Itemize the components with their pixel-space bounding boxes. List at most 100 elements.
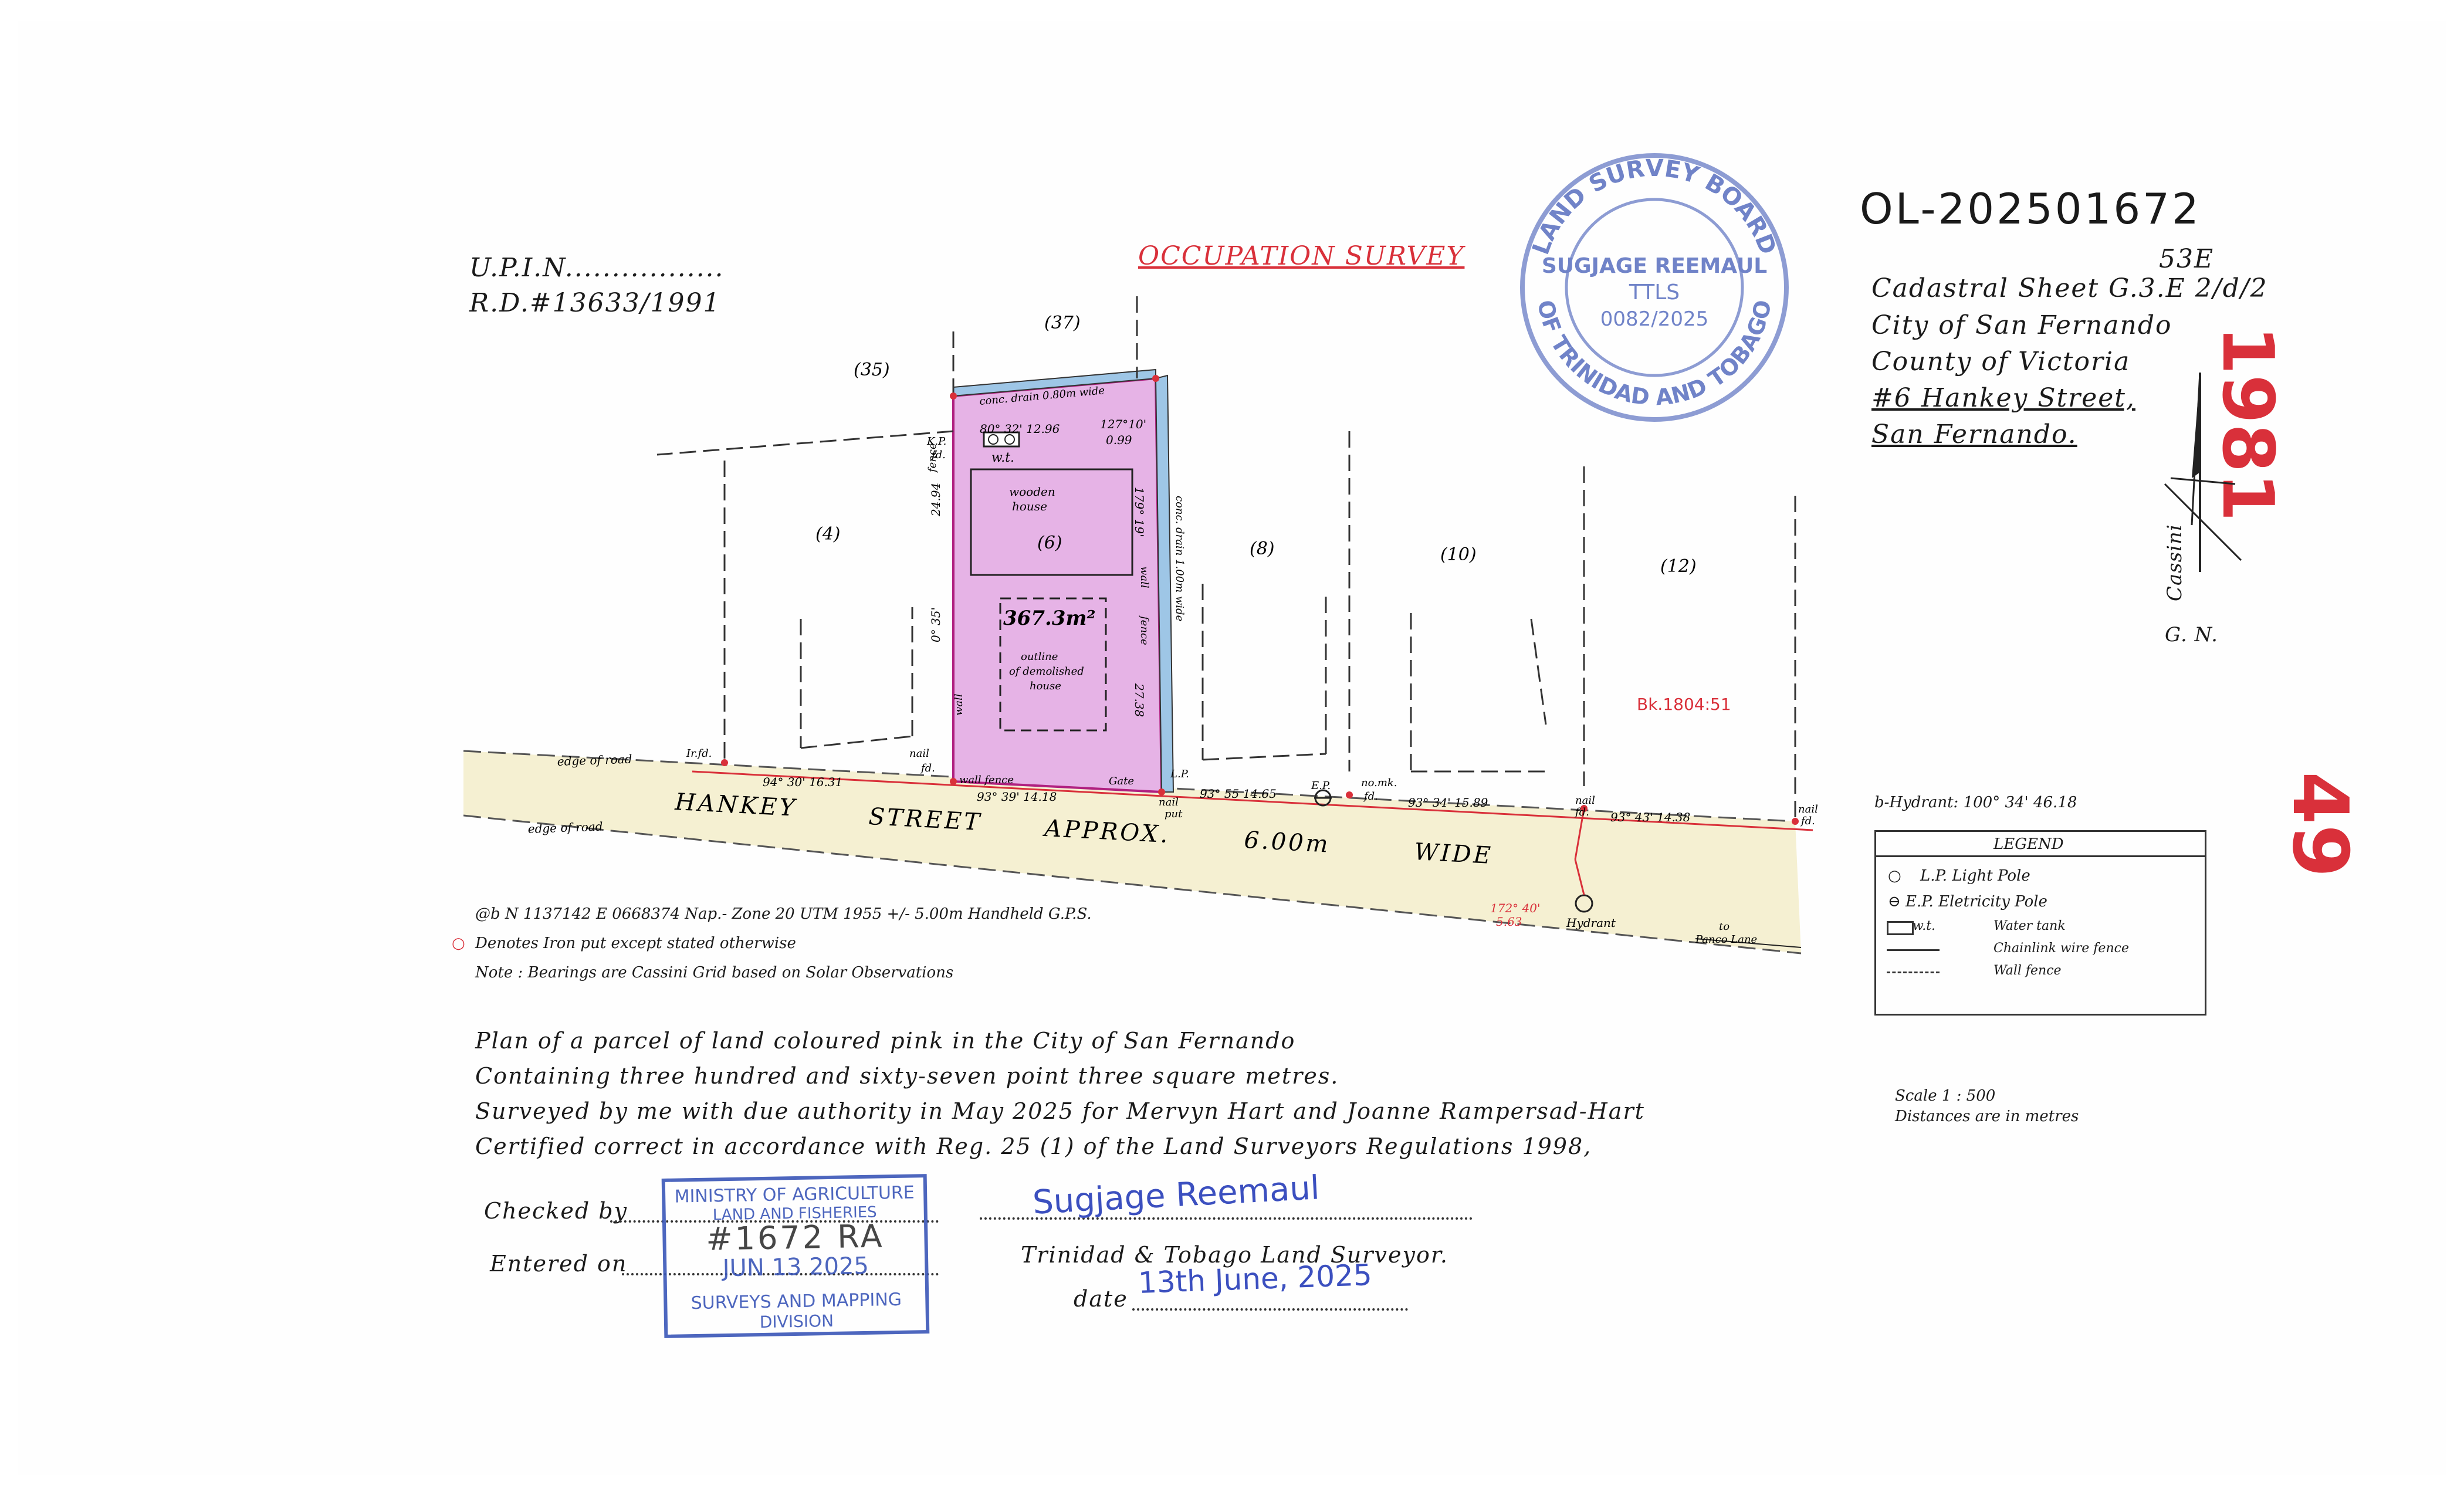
ir-fd-label: Ir.fd. (686, 747, 712, 760)
demolished-label-1: outline (1021, 651, 1058, 663)
bearings-note: Note : Bearings are Cassini Grid based o… (475, 964, 954, 981)
lot-10: (10) (1440, 544, 1477, 565)
road-bearing-3: 93° 55 14.65 (1200, 787, 1277, 801)
address-line-1: #6 Hankey Street, (1871, 383, 2135, 413)
street-word-wide: WIDE (1413, 838, 1493, 869)
edge-of-road-top: edge of road (557, 752, 632, 769)
drain-side (1155, 374, 1175, 793)
entered-on-line (622, 1273, 939, 1275)
gate-label: Gate (1109, 775, 1134, 787)
road-surface (463, 751, 1801, 953)
wooden-house-label-2: house (1012, 499, 1047, 513)
drain-side-label: conc. drain 1.00m wide (1173, 496, 1186, 621)
legend-item-electricity-pole: E.P. Eletricity Pole (1905, 893, 2047, 911)
description-line-4: Certified correct in accordance with Reg… (475, 1133, 1592, 1159)
legend-item-water-tank: Water tank (1993, 919, 2066, 933)
to-label: to (1719, 920, 1729, 933)
lp-label: L.P. (1170, 768, 1189, 780)
road-bearing-5: 93° 43' 14.38 (1610, 810, 1690, 824)
survey-sheet: U.P.I.N................. R.D.#13633/1991… (18, 21, 2446, 1475)
stamp-name: SUGJAGE REEMAUL (1542, 254, 1767, 278)
cassini-label: Cassini (2163, 524, 2187, 601)
scale-line-1: Scale 1 : 500 (1895, 1087, 1996, 1105)
date-line (1132, 1308, 1408, 1311)
hydrant-bearing: 172° 40' (1490, 901, 1540, 915)
nail-put-label-2: put (1165, 808, 1183, 820)
scale-line-2: Distances are in metres (1895, 1108, 2079, 1125)
ep-label: E.P. (1311, 780, 1331, 792)
cadastral-sheet: Cadastral Sheet G.3.E 2/d/2 (1871, 273, 2268, 303)
demolished-house-outline (999, 597, 1107, 732)
legend-item-wall-fence: Wall fence (1993, 963, 2062, 978)
water-tank (983, 431, 1020, 448)
bearing-top: 80° 32' 12.96 (980, 422, 1060, 436)
wooden-house-label-1: wooden (1009, 485, 1055, 499)
hydrant-label: Hydrant (1566, 916, 1616, 930)
road-bearing-1: 94° 30' 16.31 (763, 775, 842, 789)
left-side-bearing: 0° 35' (929, 607, 943, 642)
legend-item-light-pole: L.P. Light Pole (1920, 867, 2030, 885)
book-reference: Bk.1804:51 (1637, 695, 1731, 714)
stamp-rect-date: JUN 13 2025 (722, 1252, 869, 1282)
nail-label-1: nail (909, 747, 929, 760)
electricity-pole-icon: ⊖ (1888, 893, 1901, 911)
parcel-area: 367.3m² (1003, 607, 1095, 630)
fence-label-right: fence (1138, 615, 1150, 645)
road-bearing-4: 93° 34' 15.89 (1408, 796, 1488, 810)
stamp-arc-top: LAND SURVEY BOARD (1527, 155, 1781, 258)
wooden-house (970, 468, 1133, 576)
street-word-hankey: HANKEY (673, 788, 797, 822)
file-number: OL-202501672 (1860, 184, 2201, 233)
right-side-length: 27.38 (1132, 683, 1146, 717)
wall-fence-label: wall fence (959, 774, 1014, 786)
lot-37: (37) (1044, 313, 1081, 333)
road-bearing-2: 93° 39' 14.18 (977, 790, 1057, 804)
legend-title: LEGEND (1993, 835, 2064, 853)
bearing-top-angle: 127°10' (1100, 417, 1146, 431)
right-side-bearing: 179° 19' (1132, 487, 1146, 537)
address-line-2: San Fernando. (1871, 419, 2077, 449)
county-line: County of Victoria (1871, 347, 2131, 377)
description-line-2: Containing three hundred and sixty-seven… (475, 1063, 1339, 1089)
wall-label-right: wall (1138, 566, 1150, 588)
nail-put-label-1: nail (1159, 796, 1179, 808)
date-handwritten: 13th June, 2025 (1138, 1258, 1373, 1300)
checked-by-line (610, 1220, 939, 1223)
signature-line (980, 1217, 1473, 1220)
kp-label: K.P. (926, 435, 946, 448)
demolished-label-3: house (1030, 680, 1061, 692)
hydrant-distance: 5.63 (1496, 915, 1522, 929)
b-hydrant-bearing: b-Hydrant: 100° 34' 46.18 (1874, 794, 2077, 811)
site-plan: (35) (37) (4) (6) (8) (10) (12) 367.3m² … (463, 296, 1818, 955)
no-mark-fd-label: fd. (1363, 790, 1378, 803)
light-pole-symbol: ○ (1888, 867, 1901, 885)
legend-wt-symbol: w.t. (1913, 919, 1936, 933)
land-survey-board-stamp: LAND SURVEY BOARD OF TRINIDAD AND TOBAGO… (1520, 153, 1789, 422)
survey-title: OCCUPATION SURVEY (1138, 241, 1465, 271)
no-mark-label: no.mk. (1361, 777, 1397, 789)
legend-box: LEGEND ○ L.P. Light Pole ⊖ E.P. Eletrici… (1874, 830, 2206, 1016)
street-word-approx: APPROX. (1041, 815, 1170, 848)
chainlink-fence-icon (1887, 949, 1940, 951)
wall-label-left: wall (953, 693, 965, 716)
surveyor-title: Trinidad & Tobago Land Surveyor. (1021, 1242, 1448, 1268)
surveyor-signature: Sugjage Reemaul (1031, 1169, 1321, 1222)
iron-note: Denotes Iron put except stated otherwise (475, 935, 796, 952)
hydrant-symbol (1575, 894, 1593, 913)
nail-label-3: nail (1798, 803, 1818, 815)
date-label: date (1074, 1286, 1128, 1312)
bearing-top-small: 0.99 (1106, 433, 1132, 447)
street-word-street: STREET (868, 803, 982, 836)
gn-label: G. N. (2165, 623, 2218, 647)
lot-4: (4) (815, 524, 841, 544)
sheet-fraction: 53E (2159, 244, 2215, 274)
gps-note: @b N 1137142 E 0668374 Nap.- Zone 20 UTM… (475, 905, 1092, 923)
checked-by-label: Checked by (484, 1198, 628, 1224)
wall-fence-icon (1887, 972, 1940, 973)
panco-lane-label: Panco Lane (1695, 933, 1757, 946)
entered-on-label: Entered on (490, 1251, 628, 1277)
description-line-3: Surveyed by me with due authority in May… (475, 1098, 1645, 1124)
lot-35: (35) (854, 360, 890, 380)
lot-8: (8) (1250, 539, 1275, 559)
nail-label-2: nail (1575, 794, 1595, 807)
